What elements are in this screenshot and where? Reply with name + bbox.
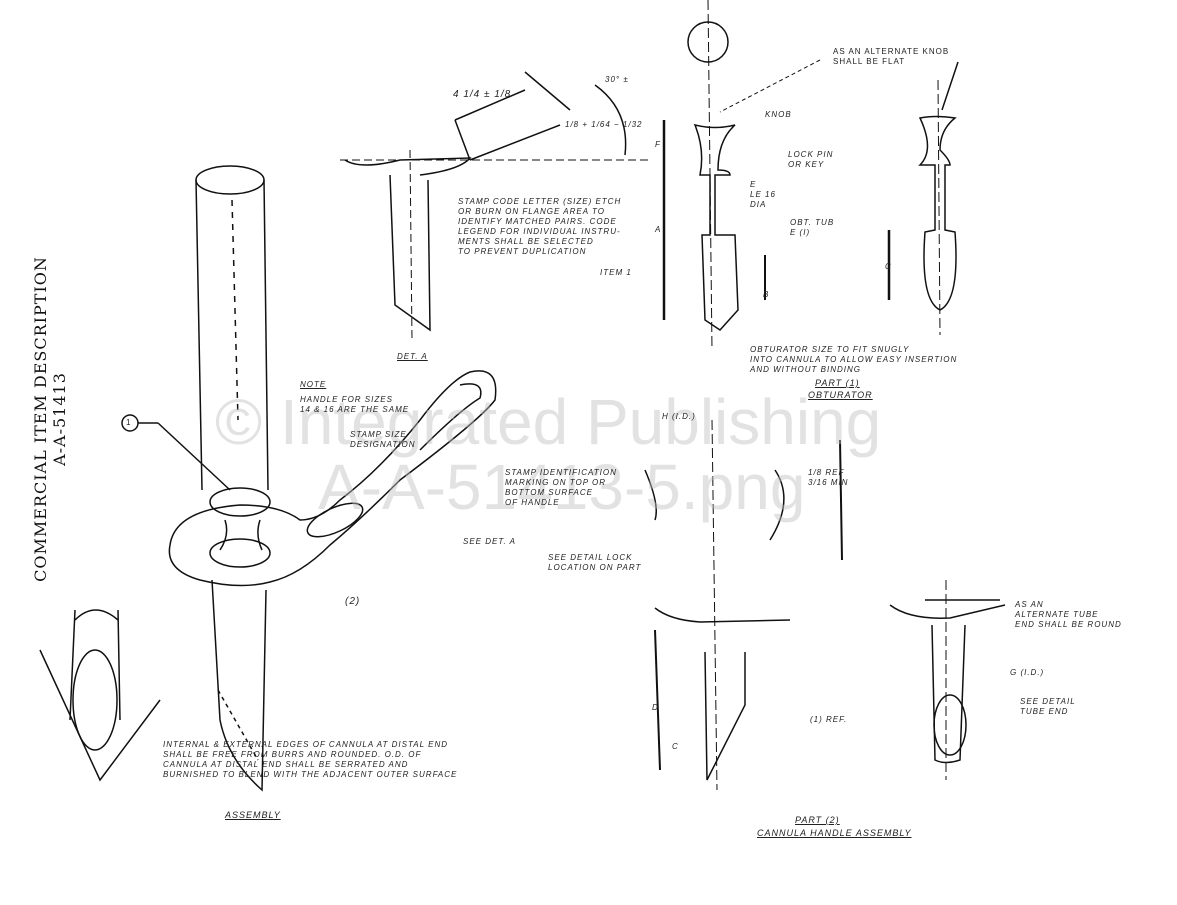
cannula-dim-h: H (I.D.): [662, 412, 696, 421]
detail-a-length-dim: 4 1/4 ± 1/8: [453, 89, 512, 100]
cannula-dim-g: G (I.D.): [1010, 668, 1045, 677]
obturator-drawing: [662, 0, 959, 351]
detail-a-item: ITEM 1: [600, 268, 632, 277]
cannula-part: PART (2): [795, 815, 840, 825]
cannula-small-dim: 1/8 REF 3/16 MIN: [808, 468, 849, 487]
obturator-mid-note: OBT. TUB E (I): [790, 218, 835, 237]
cannula-alt-note: AS AN ALTERNATE TUBE END SHALL BE ROUND: [1015, 600, 1122, 629]
detail-a-label: DET. A: [397, 352, 428, 361]
detail-a-width-dim: 1/8 + 1/64 − 1/32: [565, 120, 643, 129]
obturator-dim-c: C: [885, 262, 892, 271]
document-side-title: COMMERCIAL ITEM DESCRIPTION A-A-51413: [31, 256, 69, 582]
edge-note: INTERNAL & EXTERNAL EDGES OF CANNULA AT …: [163, 740, 458, 779]
obturator-alt-note: AS AN ALTERNATE KNOB SHALL BE FLAT: [833, 47, 950, 66]
assembly-note-text: HANDLE FOR SIZES 14 & 16 ARE THE SAME: [300, 395, 410, 414]
see-detail-a: SEE DET. A: [463, 537, 516, 546]
callout-2-label: (2): [345, 596, 361, 607]
obturator-name: OBTURATOR: [808, 390, 873, 400]
tip-detail-view: [39, 609, 161, 782]
assembly-title: ASSEMBLY: [225, 810, 281, 820]
stamp-size-note: STAMP SIZE DESIGNATION: [350, 430, 416, 449]
assembly-note-title: NOTE: [300, 380, 327, 389]
detail-a-drawing: [340, 71, 650, 341]
watermark-line-2: A-A-51413-5.png: [318, 451, 806, 523]
cannula-name: CANNULA HANDLE ASSEMBLY: [757, 828, 912, 838]
obturator-knob-label: KNOB: [765, 110, 792, 119]
obturator-dim-a: A: [655, 225, 662, 234]
cannula-dim-d: D: [652, 703, 659, 712]
cannula-end-note: SEE DETAIL TUBE END: [1020, 697, 1076, 716]
watermark-line-1: © Integrated Publishing: [215, 386, 882, 458]
lock-note: SEE DETAIL LOCK LOCATION ON PART: [548, 553, 642, 572]
obturator-bottom-note: OBTURATOR SIZE TO FIT SNUGLY INTO CANNUL…: [750, 345, 958, 374]
assembly-knob-and-handle: [168, 370, 497, 587]
callout-1-label: 1: [126, 418, 132, 427]
obturator-dim-b: B: [763, 290, 770, 299]
detail-a-note: STAMP CODE LETTER (SIZE) ETCH OR BURN ON…: [458, 197, 622, 256]
obturator-dim-f: F: [655, 140, 661, 149]
obturator-part: PART (1): [815, 378, 860, 388]
cannula-dim-ref: (1) REF.: [810, 715, 848, 724]
cannula-c-label: C: [672, 742, 679, 751]
obturator-e-note: E LE 16 DIA: [750, 180, 776, 209]
obturator-key-note: LOCK PIN OR KEY: [788, 150, 834, 169]
stamp-id-note: STAMP IDENTIFICATION MARKING ON TOP OR B…: [505, 468, 617, 507]
assembly-cannula: [195, 165, 269, 792]
detail-a-angle: 30° ±: [605, 75, 629, 84]
cannula-handle-drawing: [644, 419, 1006, 791]
